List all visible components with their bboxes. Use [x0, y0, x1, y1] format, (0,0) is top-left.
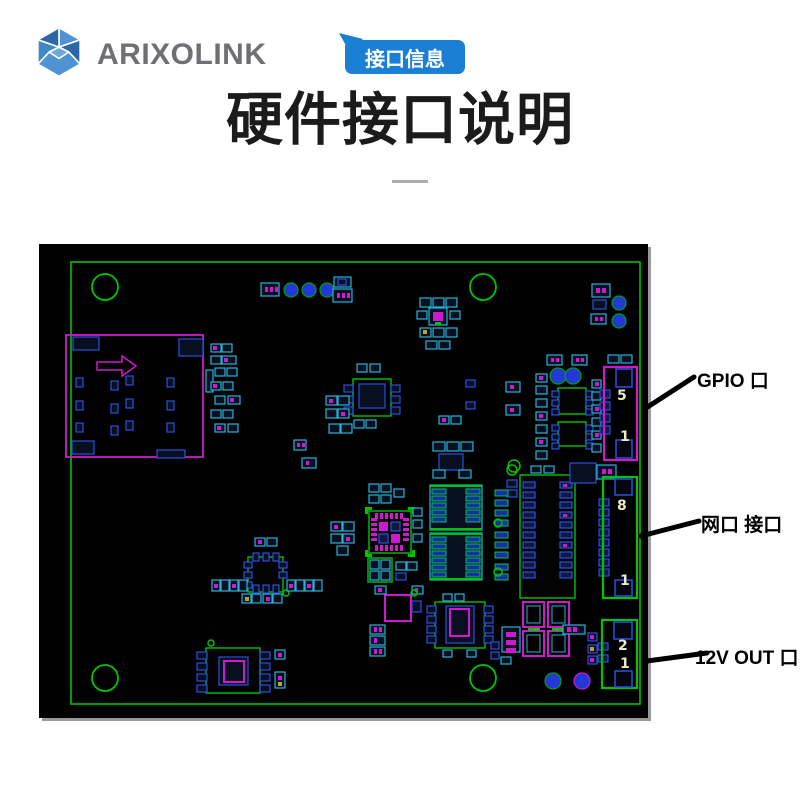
power-out-connector: 2 1	[600, 618, 639, 690]
pcb-layout-image: 5 1 8 1 2 1	[39, 244, 710, 721]
sim-direction-arrow	[96, 354, 138, 378]
page-title: 硬件接口说明	[226, 88, 574, 152]
brand-logo-icon	[37, 26, 81, 78]
ethernet-pin-top: 8	[617, 498, 627, 514]
brand-name: ARIXOLINK	[97, 38, 267, 71]
pcb-board: 5 1 8 1 2 1	[65, 261, 641, 705]
title-divider	[392, 180, 428, 183]
gpio-pin-top: 5	[617, 388, 627, 404]
ethernet-connector: 8 1	[601, 475, 639, 600]
gpio-port-label: GPIO 口	[697, 371, 769, 392]
ethernet-port-label: 网口 接口	[701, 515, 783, 536]
info-badge: 接口信息	[339, 33, 465, 74]
power-pin-top: 2	[618, 638, 628, 654]
badge-label: 接口信息	[365, 48, 445, 71]
badge-tail-decoration	[339, 33, 363, 51]
gpio-pin-bottom: 1	[620, 429, 630, 445]
gpio-pointer-line	[643, 374, 697, 411]
mounting-holes	[91, 273, 497, 692]
power-pointer-line	[644, 650, 710, 664]
annotation-lines	[638, 374, 710, 664]
gpio-connector: 5 1	[602, 365, 639, 462]
ethernet-pin-bottom: 1	[620, 573, 630, 589]
power-pin-bottom: 1	[620, 656, 630, 672]
board-outline	[70, 261, 641, 705]
pcb-components	[71, 276, 633, 694]
power-out-label: 12V OUT 口	[695, 648, 799, 669]
sim-slot	[65, 334, 204, 458]
ethernet-pointer-line	[638, 518, 702, 539]
